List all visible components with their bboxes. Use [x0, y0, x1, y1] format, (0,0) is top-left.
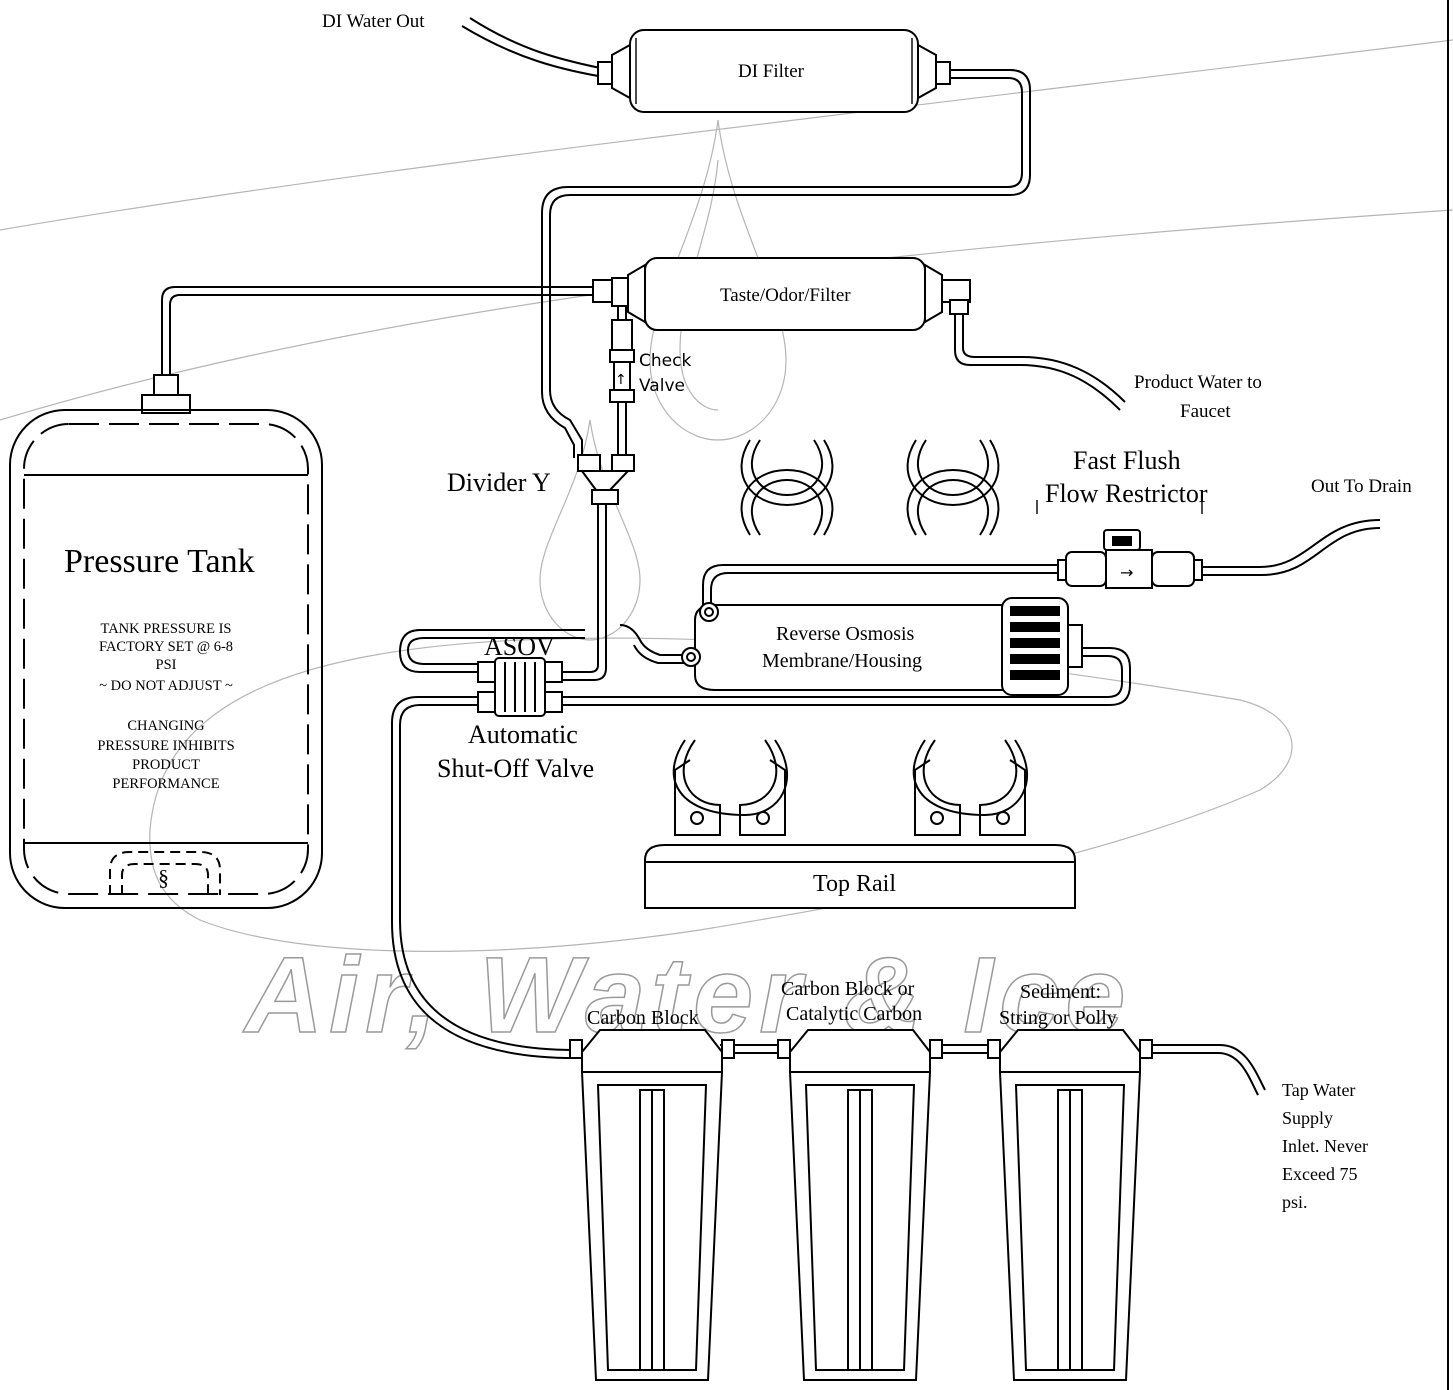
taste-odor-filter-label: Taste/Odor/Filter [720, 285, 851, 306]
tank-note-line: CHANGING [127, 718, 205, 734]
tap-water-line: Tap Water [1282, 1080, 1355, 1100]
divider-y-label: Divider Y [447, 468, 551, 497]
clip-icon [740, 439, 834, 536]
clip-icon [912, 739, 1028, 836]
tap-water-label: Tap Water Supply Inlet. Never Exceed 75 … [1282, 1080, 1368, 1212]
divider-y [577, 454, 635, 505]
membrane-housing-icon [681, 597, 1083, 696]
filter-canister-icon [777, 1029, 943, 1381]
tubing [161, 17, 1381, 1096]
fast-flush-label-line1: Fast Flush [1073, 446, 1181, 475]
tank-note-line: PRODUCT [132, 757, 200, 773]
di-water-out-label: DI Water Out [322, 11, 425, 32]
ro-membrane-label-line2: Membrane/Housing [762, 650, 922, 672]
tap-water-line: Supply [1282, 1108, 1333, 1128]
di-filter-label: DI Filter [738, 61, 805, 82]
pressure-tank-icon: § [9, 374, 323, 909]
asov-full-label-line2: Shut-Off Valve [437, 754, 594, 783]
asov-full-label-line1: Automatic [468, 720, 578, 749]
clip-icon [672, 739, 788, 836]
tank-note: TANK PRESSURE IS FACTORY SET @ 6-8 PSI ~… [97, 621, 234, 792]
asov-valve [477, 657, 563, 717]
asov-label: ASOV [484, 632, 555, 661]
tank-note-line: ~ DO NOT ADJUST ~ [99, 678, 233, 694]
sediment-label-line1: Sediment: [1020, 981, 1101, 1003]
check-valve-label-line1: Check [639, 351, 691, 371]
tank-note-line: PSI [156, 657, 177, 673]
product-water-label-line2: Faucet [1180, 401, 1231, 422]
carbon-catalytic-label-line2: Catalytic Carbon [786, 1003, 922, 1025]
flow-restrictor: → [1057, 529, 1203, 589]
carbon-block-label: Carbon Block [587, 1007, 699, 1029]
filter-canister-icon [569, 1029, 735, 1381]
filter-canister-icon [987, 1029, 1153, 1381]
ro-membrane-label-line1: Reverse Osmosis [776, 623, 915, 645]
tap-water-line: psi. [1282, 1192, 1308, 1212]
flow-arrow: → [1120, 563, 1133, 582]
tank-note-line: TANK PRESSURE IS [101, 621, 232, 637]
tank-valve-glyph: § [158, 865, 169, 890]
carbon-catalytic-label-line1: Carbon Block or [781, 978, 915, 1000]
tank-note-line: FACTORY SET @ 6-8 [99, 639, 233, 655]
clip-icon [906, 439, 1000, 536]
fast-flush-label-line2: Flow Restrictor [1045, 479, 1208, 508]
out-to-drain-label: Out To Drain [1311, 476, 1412, 497]
tank-note-line: PRESSURE INHIBITS [97, 738, 234, 754]
di-out-tube [469, 17, 611, 71]
tap-water-line: Inlet. Never [1282, 1136, 1368, 1156]
di-filter: DI Filter [597, 29, 951, 113]
top-rail [644, 844, 1076, 909]
taste-odor-filter: Taste/Odor/Filter [592, 257, 971, 331]
check-valve-label-line2: Valve [639, 376, 685, 396]
pressure-tank-label: Pressure Tank [64, 543, 255, 580]
product-water-label-line1: Product Water to [1134, 372, 1262, 393]
tank-note-line: PERFORMANCE [112, 776, 219, 792]
check-valve: ↑ [609, 319, 635, 403]
sediment-label-line2: String or Polly [999, 1007, 1117, 1029]
check-valve-arrow: ↑ [615, 372, 627, 388]
tap-water-line: Exceed 75 [1282, 1164, 1357, 1184]
top-rail-label: Top Rail [813, 871, 896, 897]
water-drop-watermark [0, 39, 1453, 952]
